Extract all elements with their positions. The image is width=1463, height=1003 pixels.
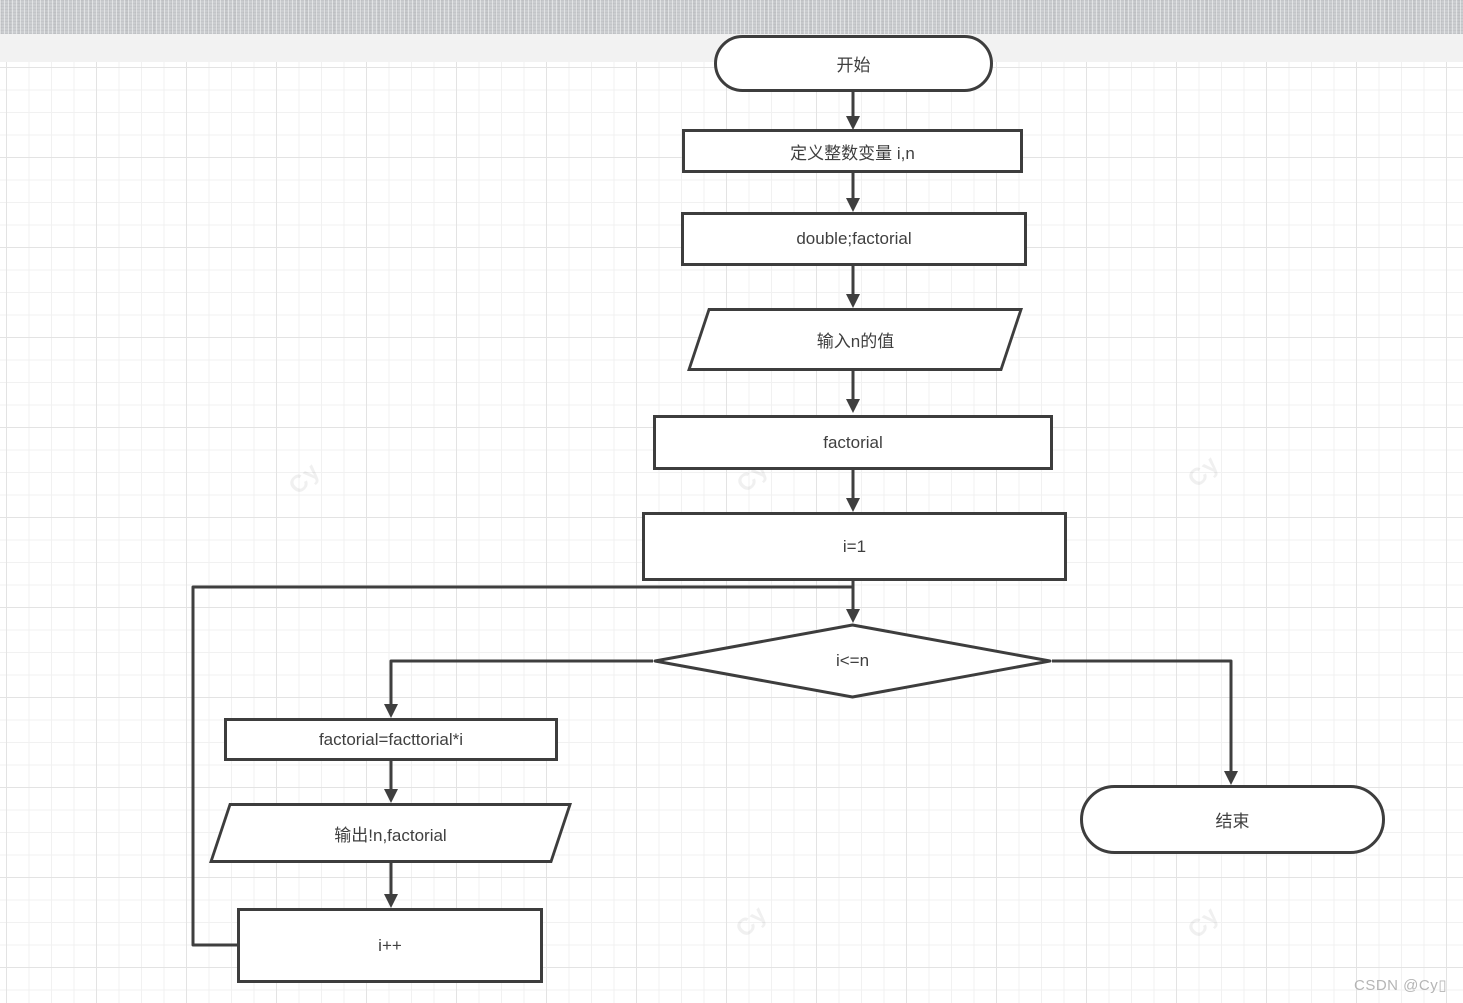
- node-increment-label: i++: [378, 935, 402, 955]
- node-output[interactable]: 输出!n,factorial: [209, 803, 572, 863]
- node-start[interactable]: 开始: [714, 35, 993, 92]
- node-multiply[interactable]: factorial=facttorial*i: [224, 718, 558, 761]
- node-declare-label: 定义整数变量 i,n: [790, 143, 915, 163]
- node-factorial-label: factorial: [823, 432, 883, 452]
- node-start-label: 开始: [836, 56, 871, 75]
- diamond-shape: [653, 623, 1052, 699]
- node-declare-variables[interactable]: 定义整数变量 i,n: [682, 129, 1023, 173]
- node-init-i[interactable]: i=1: [642, 512, 1067, 581]
- parallelogram-shape: [209, 803, 572, 863]
- node-init-label: i=1: [842, 536, 867, 556]
- node-increment[interactable]: i++: [237, 908, 543, 983]
- node-condition[interactable]: i<=n: [653, 623, 1052, 699]
- window-title-bar: [0, 0, 1463, 34]
- node-factorial[interactable]: factorial: [653, 415, 1053, 470]
- node-double-declaration[interactable]: double;factorial: [681, 212, 1027, 266]
- node-double-label: double;factorial: [796, 229, 912, 248]
- parallelogram-shape: [687, 308, 1023, 371]
- csdn-watermark-credit: CSDN @Cy▯: [1354, 977, 1447, 994]
- node-multiply-label: factorial=facttorial*i: [318, 729, 464, 749]
- node-input-n[interactable]: 输入n的值: [687, 308, 1023, 371]
- node-end[interactable]: 结束: [1080, 785, 1385, 854]
- node-end-label: 结束: [1215, 812, 1250, 831]
